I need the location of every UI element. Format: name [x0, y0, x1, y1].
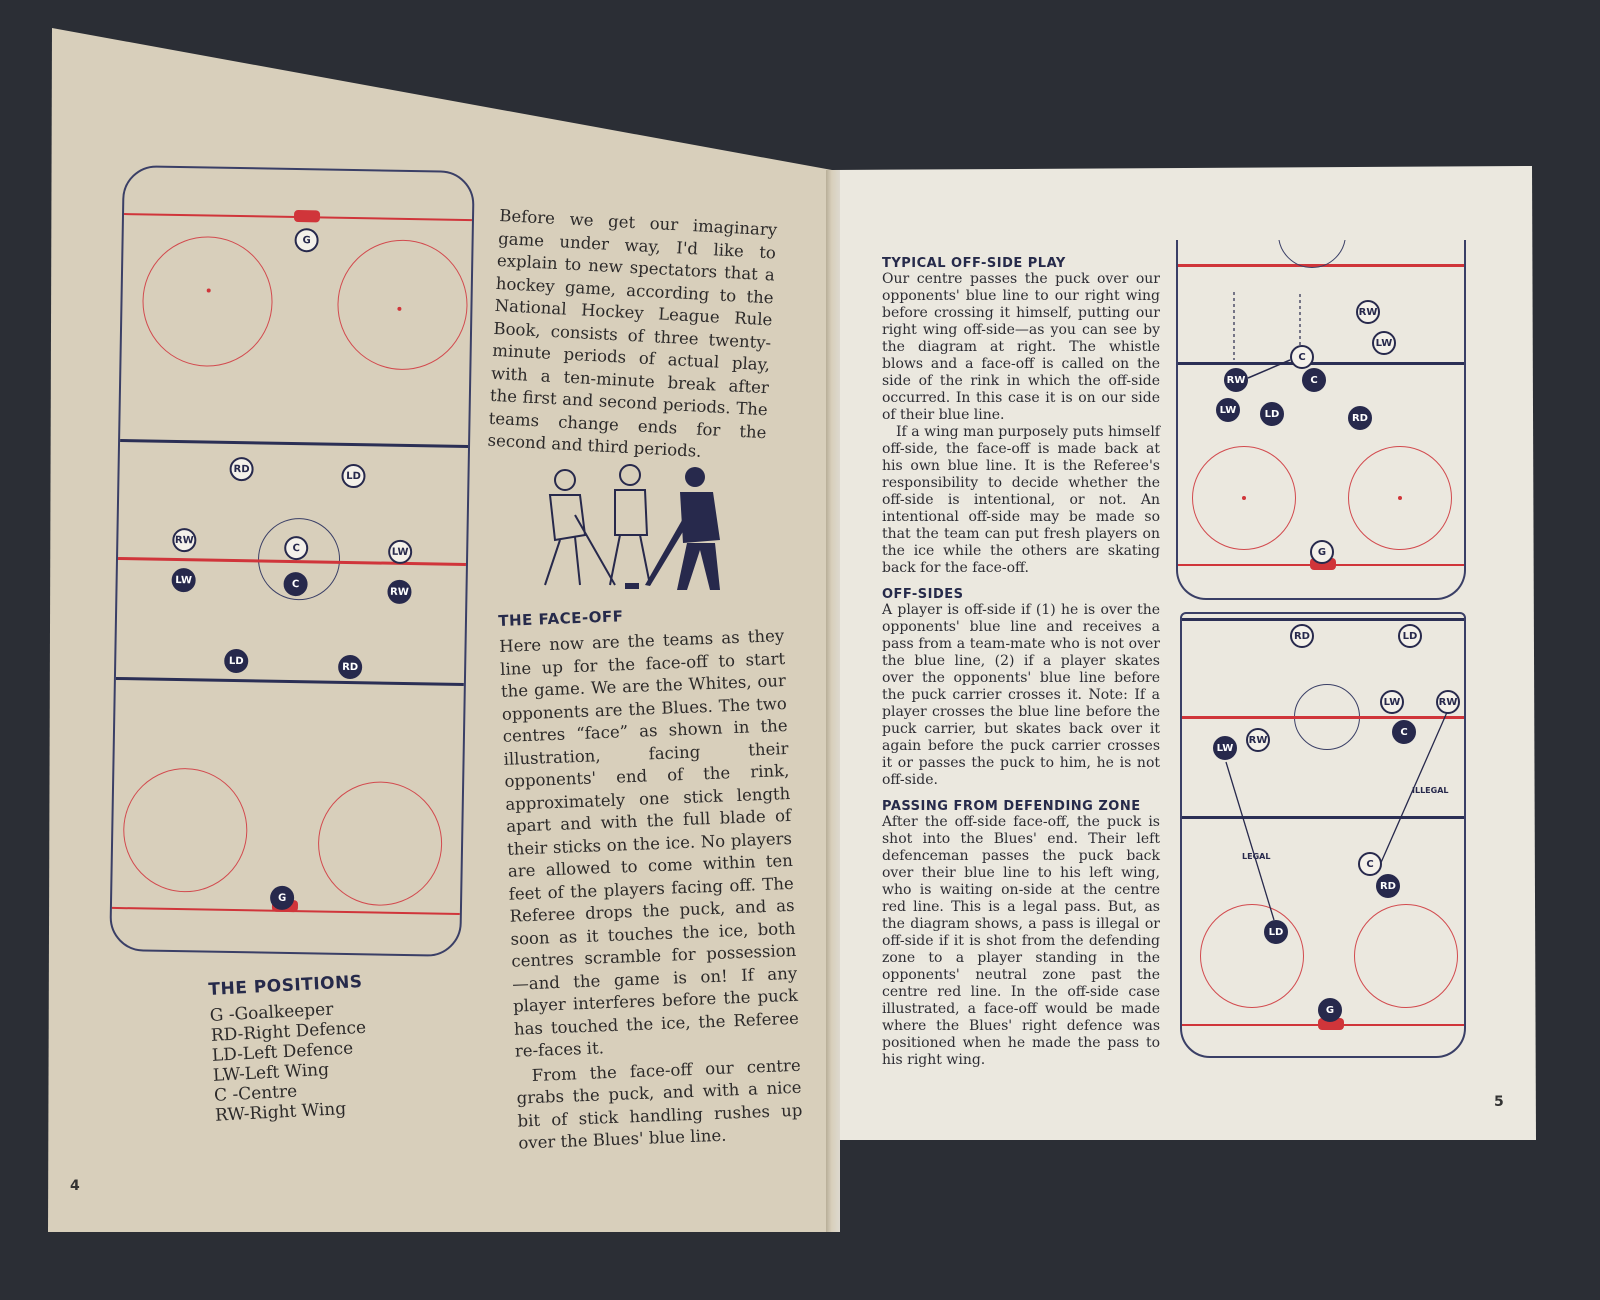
paragraph: If a wing man purposely puts himself off…	[882, 424, 1160, 576]
player-right-wing: RW	[1224, 368, 1248, 392]
player-right-wing: RW	[1436, 690, 1460, 714]
positions-legend: G -Goalkeeper RD-Right Defence LD-Left D…	[209, 995, 415, 1125]
player-right-wing: RW	[387, 579, 412, 605]
faceoff-paragraph-2: From the face-off our centre grabs the p…	[516, 1055, 803, 1153]
player-right-defence: RD	[1376, 874, 1400, 898]
section-heading: PASSING FROM DEFENDING ZONE	[882, 799, 1141, 814]
player-left-defence: LD	[1260, 402, 1284, 426]
player-left-defence: LD	[341, 463, 366, 489]
player-left-wing: LW	[1372, 331, 1396, 355]
player-left-wing: LW	[1380, 690, 1404, 714]
player-left-wing: LW	[1213, 736, 1237, 760]
booklet-gutter	[826, 170, 840, 1232]
section-heading: OFF-SIDES	[882, 587, 964, 602]
player-right-wing: RW	[172, 527, 197, 553]
page-number: 5	[1494, 1094, 1504, 1110]
player-right-defence: RD	[1348, 406, 1372, 430]
section-heading: TYPICAL OFF-SIDE PLAY	[882, 256, 1066, 271]
player-left-wing: LW	[387, 539, 413, 565]
player-goalkeeper: G	[1310, 540, 1334, 564]
player-left-defence: LD	[1264, 920, 1288, 944]
faceoff-illustration	[544, 464, 720, 590]
player-left-wing: LW	[171, 567, 196, 593]
player-right-defence: RD	[229, 456, 254, 482]
player-goalkeeper: G	[294, 227, 319, 253]
faceoff-paragraph: Here now are the teams as they line up f…	[498, 626, 800, 1061]
player-left-wing: LW	[1216, 398, 1240, 422]
offside-play-diagram: RW LW C RW C LW LD RD G	[1176, 240, 1466, 600]
player-right-wing: RW	[1356, 300, 1380, 324]
player-left-defence: LD	[1398, 624, 1422, 648]
page-number: 4	[70, 1178, 80, 1194]
player-centre: C	[1290, 345, 1314, 369]
legal-label: LEGAL	[1242, 852, 1271, 861]
player-right-wing: RW	[1246, 728, 1270, 752]
player-right-defence: RD	[337, 654, 363, 680]
intro-paragraph: Before we get our imaginary game under w…	[487, 205, 778, 461]
player-centre: C	[1358, 852, 1382, 876]
passing-zone-diagram: LEGAL ILLEGAL RD LD LW RW C LW RW C RD L…	[1180, 612, 1466, 1058]
player-goalkeeper: G	[1318, 998, 1342, 1022]
player-centre: C	[1302, 368, 1326, 392]
typical-offside-section: TYPICAL OFF-SIDE PLAY Our centre passes …	[882, 256, 1160, 1069]
paragraph: After the off-side face-off, the puck is…	[882, 814, 1160, 1068]
paragraph: Our centre passes the puck over our oppo…	[882, 271, 1160, 423]
paragraph: A player is off-side if (1) he is over t…	[882, 602, 1160, 788]
player-centre: C	[1392, 720, 1416, 744]
positions-rink-diagram: G RD LD RW C LW LW C RW LD RD G	[109, 164, 475, 958]
player-left-defence: LD	[224, 648, 249, 674]
illegal-label: ILLEGAL	[1412, 786, 1449, 795]
player-right-defence: RD	[1290, 624, 1314, 648]
